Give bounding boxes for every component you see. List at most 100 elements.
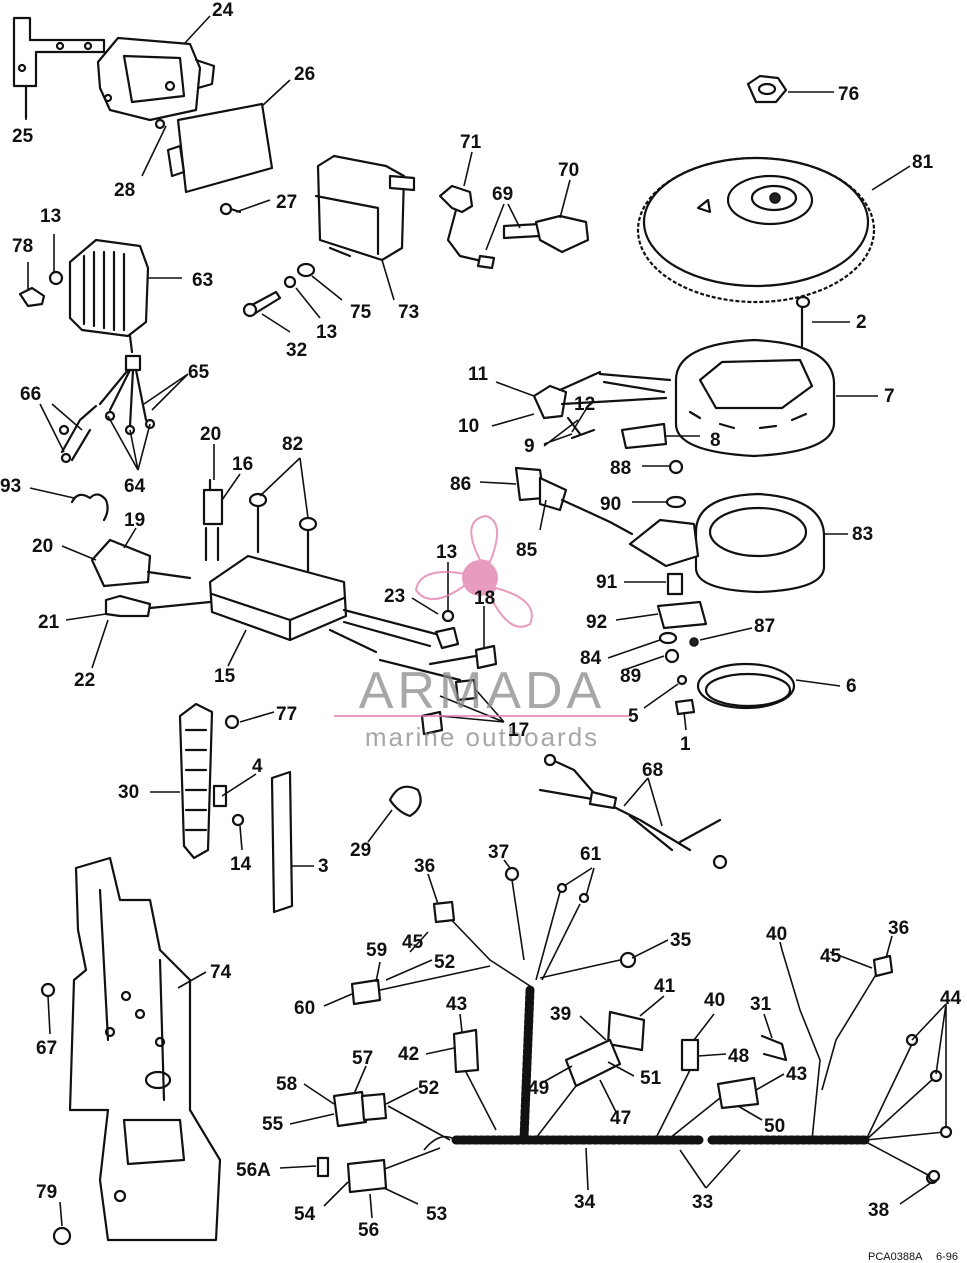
callout-34: 34	[574, 1192, 596, 1213]
callout-36b: 36	[888, 918, 909, 939]
callout-43a: 43	[446, 994, 467, 1015]
regulator-63	[18, 238, 150, 354]
strap-29	[388, 785, 422, 818]
callout-28: 28	[114, 180, 135, 201]
callout-81: 81	[912, 152, 934, 173]
clip-1	[674, 674, 696, 716]
callout-54: 54	[294, 1204, 316, 1225]
callout-29: 29	[350, 840, 371, 861]
callout-91: 91	[596, 572, 618, 593]
timer-base-83	[628, 492, 826, 594]
figure-code-id: PCA0388A	[868, 1251, 923, 1263]
callout-51: 51	[640, 1068, 662, 1089]
callout-86: 86	[450, 474, 471, 495]
callout-73: 73	[398, 302, 419, 323]
bolt-2	[795, 295, 811, 348]
wire-harness-34	[316, 866, 953, 1194]
callout-85: 85	[516, 540, 538, 561]
callout-70: 70	[558, 160, 579, 181]
callout-13a: 13	[40, 206, 61, 227]
terminal-strip-30	[178, 702, 245, 860]
callout-74: 74	[210, 962, 232, 983]
bracket-25	[12, 16, 106, 120]
callout-35: 35	[670, 930, 692, 951]
callout-67: 67	[36, 1038, 57, 1059]
callout-87: 87	[754, 616, 775, 637]
callout-41: 41	[654, 976, 676, 997]
callout-64: 64	[124, 476, 146, 497]
callout-48: 48	[728, 1046, 749, 1067]
callout-63: 63	[192, 270, 213, 291]
spring-93	[70, 493, 109, 522]
callout-40a: 40	[766, 924, 787, 945]
connector-21	[104, 594, 212, 618]
callout-5: 5	[628, 706, 639, 727]
callout-59: 59	[366, 940, 387, 961]
leads-64-65-66	[58, 354, 156, 464]
callout-45a: 45	[402, 932, 424, 953]
callout-26: 26	[294, 64, 315, 85]
connectors-9-12	[532, 370, 668, 450]
callout-21: 21	[38, 612, 60, 633]
callout-58: 58	[276, 1074, 297, 1095]
connector-20	[90, 538, 192, 588]
callout-61: 61	[580, 844, 602, 865]
callout-30: 30	[118, 782, 139, 803]
callout-3: 3	[318, 856, 329, 877]
callout-60: 60	[294, 998, 315, 1019]
screw-88	[665, 459, 687, 509]
callout-82: 82	[282, 434, 303, 455]
bracket-24	[96, 36, 216, 122]
watermark-brand: ARMADA	[359, 662, 605, 720]
callout-76: 76	[838, 84, 859, 105]
callout-52a: 52	[434, 952, 455, 973]
stator-7	[598, 338, 836, 458]
figure-code-date: 6-96	[936, 1251, 958, 1263]
callout-22: 22	[74, 670, 95, 691]
callout-18: 18	[474, 588, 495, 609]
callout-23: 23	[384, 586, 405, 607]
power-pack-15	[208, 554, 438, 654]
mounting-plate-74	[40, 856, 222, 1246]
callout-12: 12	[574, 394, 595, 415]
callout-92: 92	[586, 612, 607, 633]
callout-4: 4	[252, 756, 263, 777]
leads-68	[538, 753, 728, 870]
callout-78: 78	[12, 236, 33, 257]
callout-68: 68	[642, 760, 663, 781]
callout-11: 11	[468, 364, 489, 385]
spark-plug-leads	[438, 184, 590, 270]
callout-2: 2	[856, 312, 867, 333]
callout-42: 42	[398, 1044, 419, 1065]
callout-56: 56	[358, 1220, 379, 1241]
callout-24: 24	[212, 0, 234, 21]
callout-9: 9	[524, 436, 535, 457]
callout-6: 6	[846, 676, 857, 697]
callout-38: 38	[868, 1200, 889, 1221]
callout-33: 33	[692, 1192, 713, 1213]
terminals-17	[378, 644, 498, 736]
callout-53: 53	[426, 1204, 447, 1225]
callout-13b: 13	[316, 322, 337, 343]
figure-code: PCA0388A 6-96	[868, 1251, 958, 1263]
callout-90: 90	[600, 494, 621, 515]
callout-66: 66	[20, 384, 41, 405]
tube-3	[270, 770, 294, 914]
ground-23	[434, 609, 460, 650]
connector-86	[514, 466, 634, 536]
callout-25: 25	[12, 126, 34, 147]
callout-84: 84	[580, 648, 602, 669]
callout-71: 71	[460, 132, 482, 153]
leader-lines	[25, 15, 947, 1227]
callout-31: 31	[750, 994, 772, 1015]
callout-14: 14	[230, 854, 252, 875]
part-drawings	[12, 16, 953, 1246]
callout-45b: 45	[820, 946, 842, 967]
callout-27: 27	[276, 192, 297, 213]
callout-15: 15	[214, 666, 236, 687]
callout-47: 47	[610, 1108, 631, 1129]
callout-49: 49	[528, 1078, 549, 1099]
propeller-logo-icon	[414, 514, 533, 628]
callout-56a: 56A	[236, 1160, 271, 1181]
